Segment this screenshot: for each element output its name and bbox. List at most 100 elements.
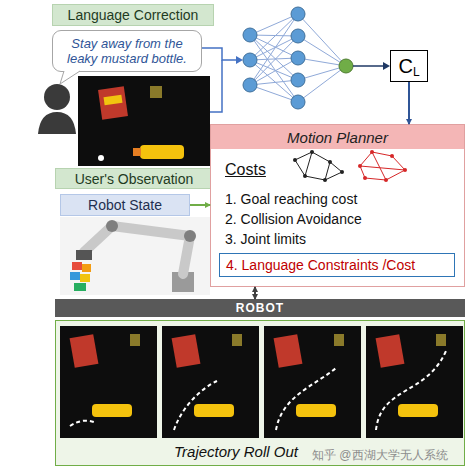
robot-band: ROBOT xyxy=(55,299,465,317)
graph-node xyxy=(384,178,388,182)
label-box: Robot State xyxy=(60,194,190,216)
link xyxy=(298,36,346,66)
link xyxy=(250,58,298,60)
graph-node xyxy=(340,170,344,174)
neuron xyxy=(339,59,353,73)
rollout-frame xyxy=(162,326,259,438)
shoulder-shape xyxy=(38,112,76,134)
mustard-bottle xyxy=(398,404,438,417)
mustard-bottle xyxy=(140,145,184,159)
node-text: 2. Collision Avoidance xyxy=(225,211,362,227)
node-title: Language Correction xyxy=(68,7,199,23)
neuron xyxy=(243,78,257,92)
bottle-cap xyxy=(133,148,141,156)
graph-node xyxy=(328,160,332,164)
link xyxy=(298,66,346,80)
link xyxy=(250,35,298,36)
observation-photo xyxy=(78,76,210,166)
trajectory-path xyxy=(174,381,217,430)
graph-edge xyxy=(360,152,405,180)
network-links xyxy=(250,14,346,102)
can-object xyxy=(150,86,162,98)
mustard-bottle xyxy=(296,404,336,417)
frame-background xyxy=(366,326,463,438)
input-wires xyxy=(202,48,236,112)
color-block xyxy=(74,283,86,291)
graph-red-nodes xyxy=(358,150,407,182)
color-block xyxy=(80,274,90,282)
link xyxy=(250,58,298,85)
trajectory-path xyxy=(276,368,336,430)
node-title: User's Observation xyxy=(75,171,194,187)
arrow-head xyxy=(236,56,243,64)
connector-arrow xyxy=(190,204,210,206)
robot-photo xyxy=(60,217,210,295)
graph-node xyxy=(293,158,297,162)
speaker-icon xyxy=(38,84,76,134)
robot-joint xyxy=(106,220,118,232)
node-text: L xyxy=(413,65,420,79)
neuron xyxy=(291,7,305,21)
node-title: 4. Language Constraints /Cost xyxy=(226,257,415,273)
node-title: Trajectory Roll Out xyxy=(174,443,298,460)
link xyxy=(298,58,346,66)
graph-node xyxy=(310,150,314,154)
link xyxy=(250,14,298,85)
graph-node xyxy=(303,174,307,178)
node-title: ROBOT xyxy=(236,301,284,315)
graph-red xyxy=(360,152,405,180)
color-block xyxy=(82,264,91,272)
start-dot xyxy=(98,155,104,161)
rollout-panel: Trajectory Roll Out xyxy=(55,320,465,466)
graph-edge xyxy=(305,152,312,176)
neuron xyxy=(243,53,257,67)
mustard-bottle xyxy=(194,404,234,417)
connector-arrow xyxy=(408,82,410,124)
graph-node xyxy=(358,164,362,168)
link xyxy=(250,35,298,58)
robot-joint xyxy=(184,230,196,242)
graph-edge xyxy=(360,166,405,170)
robot-arm xyxy=(84,226,190,274)
neuron xyxy=(291,29,305,43)
node-text: Costs xyxy=(225,161,266,179)
color-block xyxy=(72,262,82,270)
head-shape xyxy=(44,84,70,110)
rollout-frame xyxy=(264,326,361,438)
link xyxy=(298,14,346,66)
watermark: 知乎 @西湖大学无人系统 xyxy=(312,447,448,464)
cracker-box xyxy=(70,334,99,368)
node-text: 1. Goal reaching cost xyxy=(225,191,357,207)
link xyxy=(250,35,298,80)
color-block xyxy=(70,272,80,280)
graph-node xyxy=(370,150,374,154)
arrow-head xyxy=(383,62,390,70)
link xyxy=(250,60,298,80)
graph-node xyxy=(403,168,407,172)
output-wire xyxy=(353,65,383,67)
graph-edge xyxy=(325,162,330,180)
graph-edge xyxy=(372,152,386,180)
node-title: Stay away from the leaky mustard bottle. xyxy=(58,36,196,66)
graph-black xyxy=(295,152,342,180)
graph-node xyxy=(363,176,367,180)
frame-background xyxy=(60,326,157,438)
speech-bubble: Stay away from the leaky mustard bottle. xyxy=(52,30,202,72)
link xyxy=(298,66,346,102)
cracker-box xyxy=(376,334,405,368)
trajectory-path xyxy=(70,421,94,426)
neuron xyxy=(243,28,257,42)
cost-box: CL xyxy=(390,50,428,82)
graph-black-nodes xyxy=(293,150,344,182)
frame-background xyxy=(264,326,361,438)
trajectory-path xyxy=(376,351,446,430)
link xyxy=(250,80,298,85)
can-object xyxy=(334,334,344,346)
link xyxy=(250,36,298,60)
link xyxy=(250,35,298,102)
can-object xyxy=(436,334,446,346)
photo-background xyxy=(60,217,210,295)
